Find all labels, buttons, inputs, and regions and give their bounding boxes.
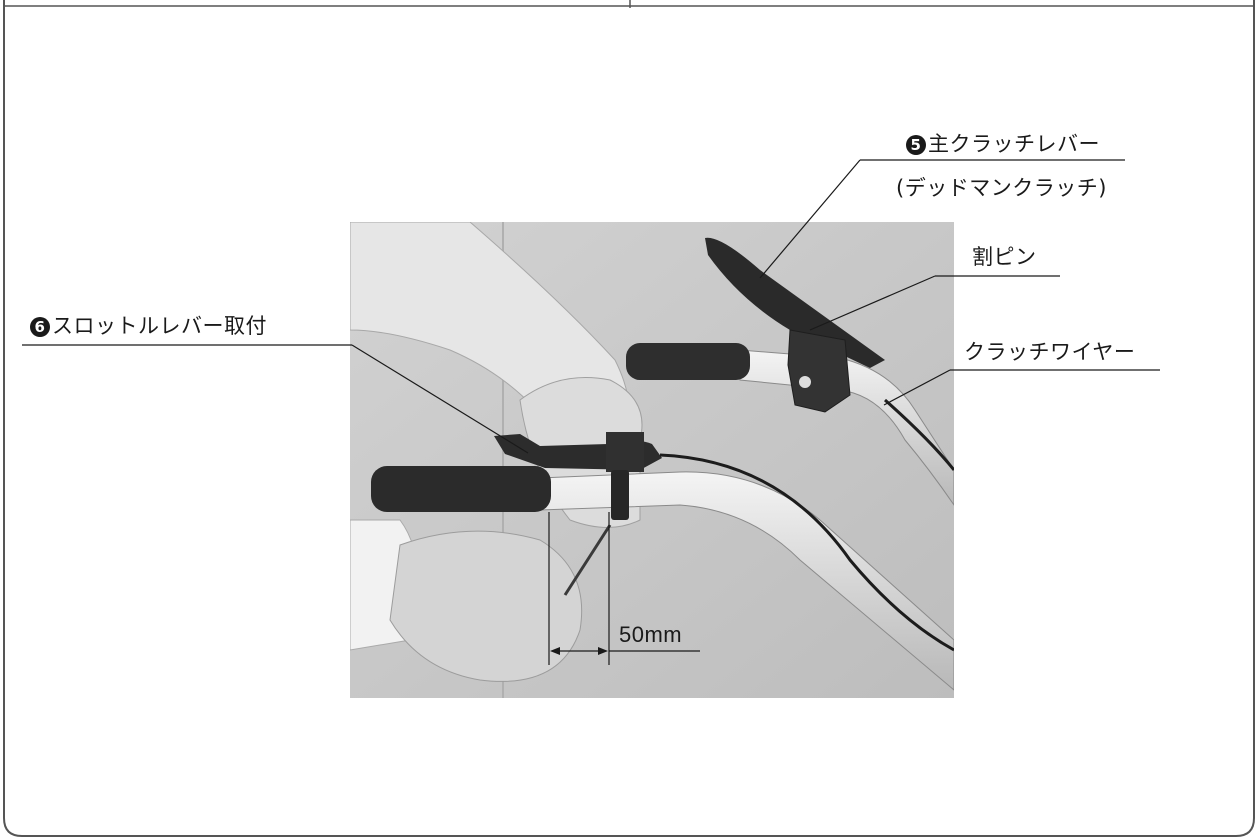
deadman-clutch-label: (デッドマンクラッチ) [896,176,1107,200]
dimension-arrowhead-left [550,647,560,655]
main-clutch-lever-text: 主クラッチレバー [928,132,1100,156]
split-pin-leader [809,275,936,331]
throttle-leader [351,344,529,454]
main-clutch-leader [759,159,861,279]
clutch-wire-leader [883,369,951,406]
frame-border [3,0,1255,837]
handlebar-photo [350,222,954,698]
throttle-lever-mount-text: スロットルレバー取付 [52,314,267,338]
callout-number-5-icon: 5 [906,135,926,155]
callout-number-6-icon: 6 [30,317,50,337]
leader-lines [22,159,1160,665]
split-pin-label: 割ピン [972,245,1037,269]
clutch-wire-label: クラッチワイヤー [964,340,1136,364]
dimension-distance-label: 50mm [619,622,683,647]
dimension-arrowhead-right [598,647,608,655]
